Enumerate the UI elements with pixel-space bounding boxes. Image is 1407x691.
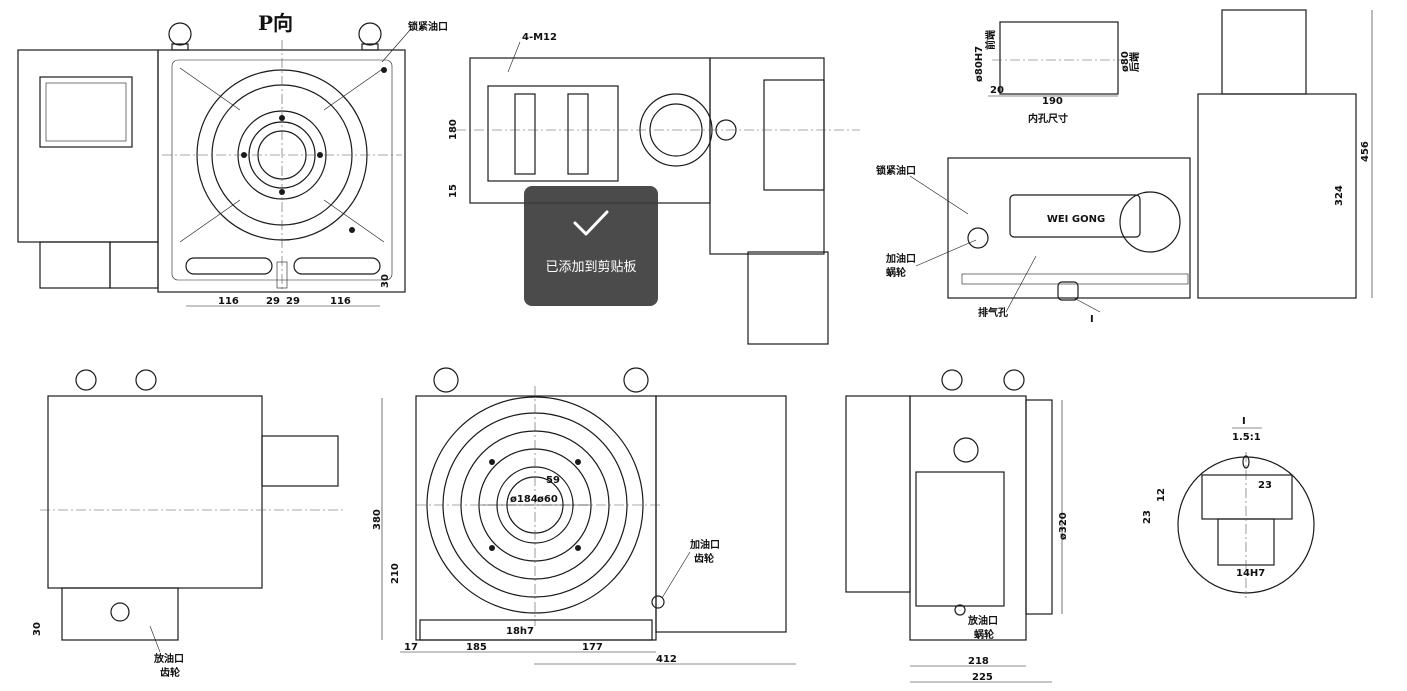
bore-detail: 20 190 内孔尺寸 ø80H7 前端 ø80 后端: [974, 21, 1141, 125]
label-gear-front: 齿轮: [694, 552, 714, 565]
dim-14h7: 14H7: [1236, 568, 1265, 579]
label-worm: 蜗轮: [886, 266, 906, 279]
dim-218: 218: [968, 656, 989, 667]
p-view: P向 116 29 29 116 30 锁: [17, 11, 448, 307]
rotary-table: [426, 396, 644, 614]
label-lock-oil-port-iso: 锁紧油口: [876, 164, 916, 177]
motor-base: [39, 241, 111, 289]
label-bore-size: 内孔尺寸: [1028, 112, 1068, 125]
lifting-eye-icon: [358, 22, 382, 46]
label-worm-side: 蜗轮: [974, 628, 994, 641]
dim-116-left: 116: [218, 296, 239, 307]
dim-180: 180: [448, 119, 459, 140]
brand-plate: [1009, 194, 1141, 238]
brand-text: WEI GONG: [1047, 214, 1105, 225]
dim-59: 59: [546, 475, 560, 486]
label-drain-side: 放油口: [967, 614, 998, 627]
dim-23-w: 23: [1258, 480, 1272, 491]
dim-185: 185: [466, 642, 487, 653]
label-oil-fill-front: 加油口: [689, 538, 720, 551]
dim-30: 30: [380, 274, 391, 288]
detail-scale: 1.5:1: [1232, 432, 1261, 443]
label-4-m12: 4-M12: [522, 32, 557, 43]
dim-210: 210: [390, 563, 401, 584]
toast-message: 已添加到剪贴板: [545, 260, 637, 275]
dim-d60: ø60: [537, 494, 558, 505]
label-rear-end: 后端: [1128, 52, 1141, 72]
dim-15: 15: [448, 184, 459, 198]
dim-30-left: 30: [32, 622, 43, 636]
clipboard-toast: 已添加到剪贴板: [524, 186, 658, 306]
dim-190: 190: [1042, 96, 1063, 107]
dim-380: 380: [372, 509, 383, 530]
body: [947, 157, 1191, 299]
label-drain: 放油口: [153, 652, 184, 665]
side-view: ø320 218 225 放油口 蜗轮: [845, 369, 1069, 683]
motor: [747, 251, 829, 345]
left-view: 30 放油口 齿轮: [32, 369, 346, 679]
check-icon: [573, 210, 609, 236]
detail-title: I: [1242, 416, 1246, 427]
dim-225: 225: [972, 672, 993, 683]
label-oil-fill: 加油口: [885, 252, 916, 265]
label-vent: 排气孔: [978, 306, 1008, 319]
front-view: ø184 ø60 59 18h7 380 210 17 185 177 412 …: [372, 367, 796, 665]
label-lock-oil-port: 锁紧油口: [408, 20, 448, 33]
dim-d80: ø80: [1120, 51, 1131, 72]
dim-177: 177: [582, 642, 603, 653]
dim-d80h7: ø80H7: [974, 46, 985, 82]
dim-18h7: 18h7: [506, 626, 534, 637]
p-view-title: P向: [258, 11, 293, 35]
dim-29-left: 29: [266, 296, 280, 307]
dim-116-right: 116: [330, 296, 351, 307]
iso-view: WEI GONG 456 324 锁紧油口 加油口 蜗轮 排气孔 I: [876, 9, 1373, 325]
lifting-eye-icon: [168, 22, 192, 46]
dim-12: 12: [1156, 488, 1167, 502]
dim-d320: ø320: [1058, 512, 1069, 540]
name-plate: [39, 76, 133, 148]
dim-29-right: 29: [286, 296, 300, 307]
dim-20: 20: [990, 85, 1004, 96]
dim-412: 412: [656, 654, 677, 665]
dim-d184: ø184: [510, 494, 538, 505]
table-body: [157, 49, 406, 293]
label-gear: 齿轮: [160, 666, 180, 679]
dim-23-h: 23: [1142, 510, 1153, 524]
label-detail-ref: I: [1090, 314, 1094, 325]
dim-324: 324: [1334, 185, 1345, 206]
top-view: 4-M12 180 15: [448, 32, 860, 345]
dim-17: 17: [404, 642, 418, 653]
motor-housing: [17, 49, 159, 243]
detail-i: I 1.5:1 23 12 23 14H7: [1142, 416, 1315, 598]
label-front-end: 前端: [984, 30, 997, 50]
dim-456: 456: [1360, 141, 1371, 162]
